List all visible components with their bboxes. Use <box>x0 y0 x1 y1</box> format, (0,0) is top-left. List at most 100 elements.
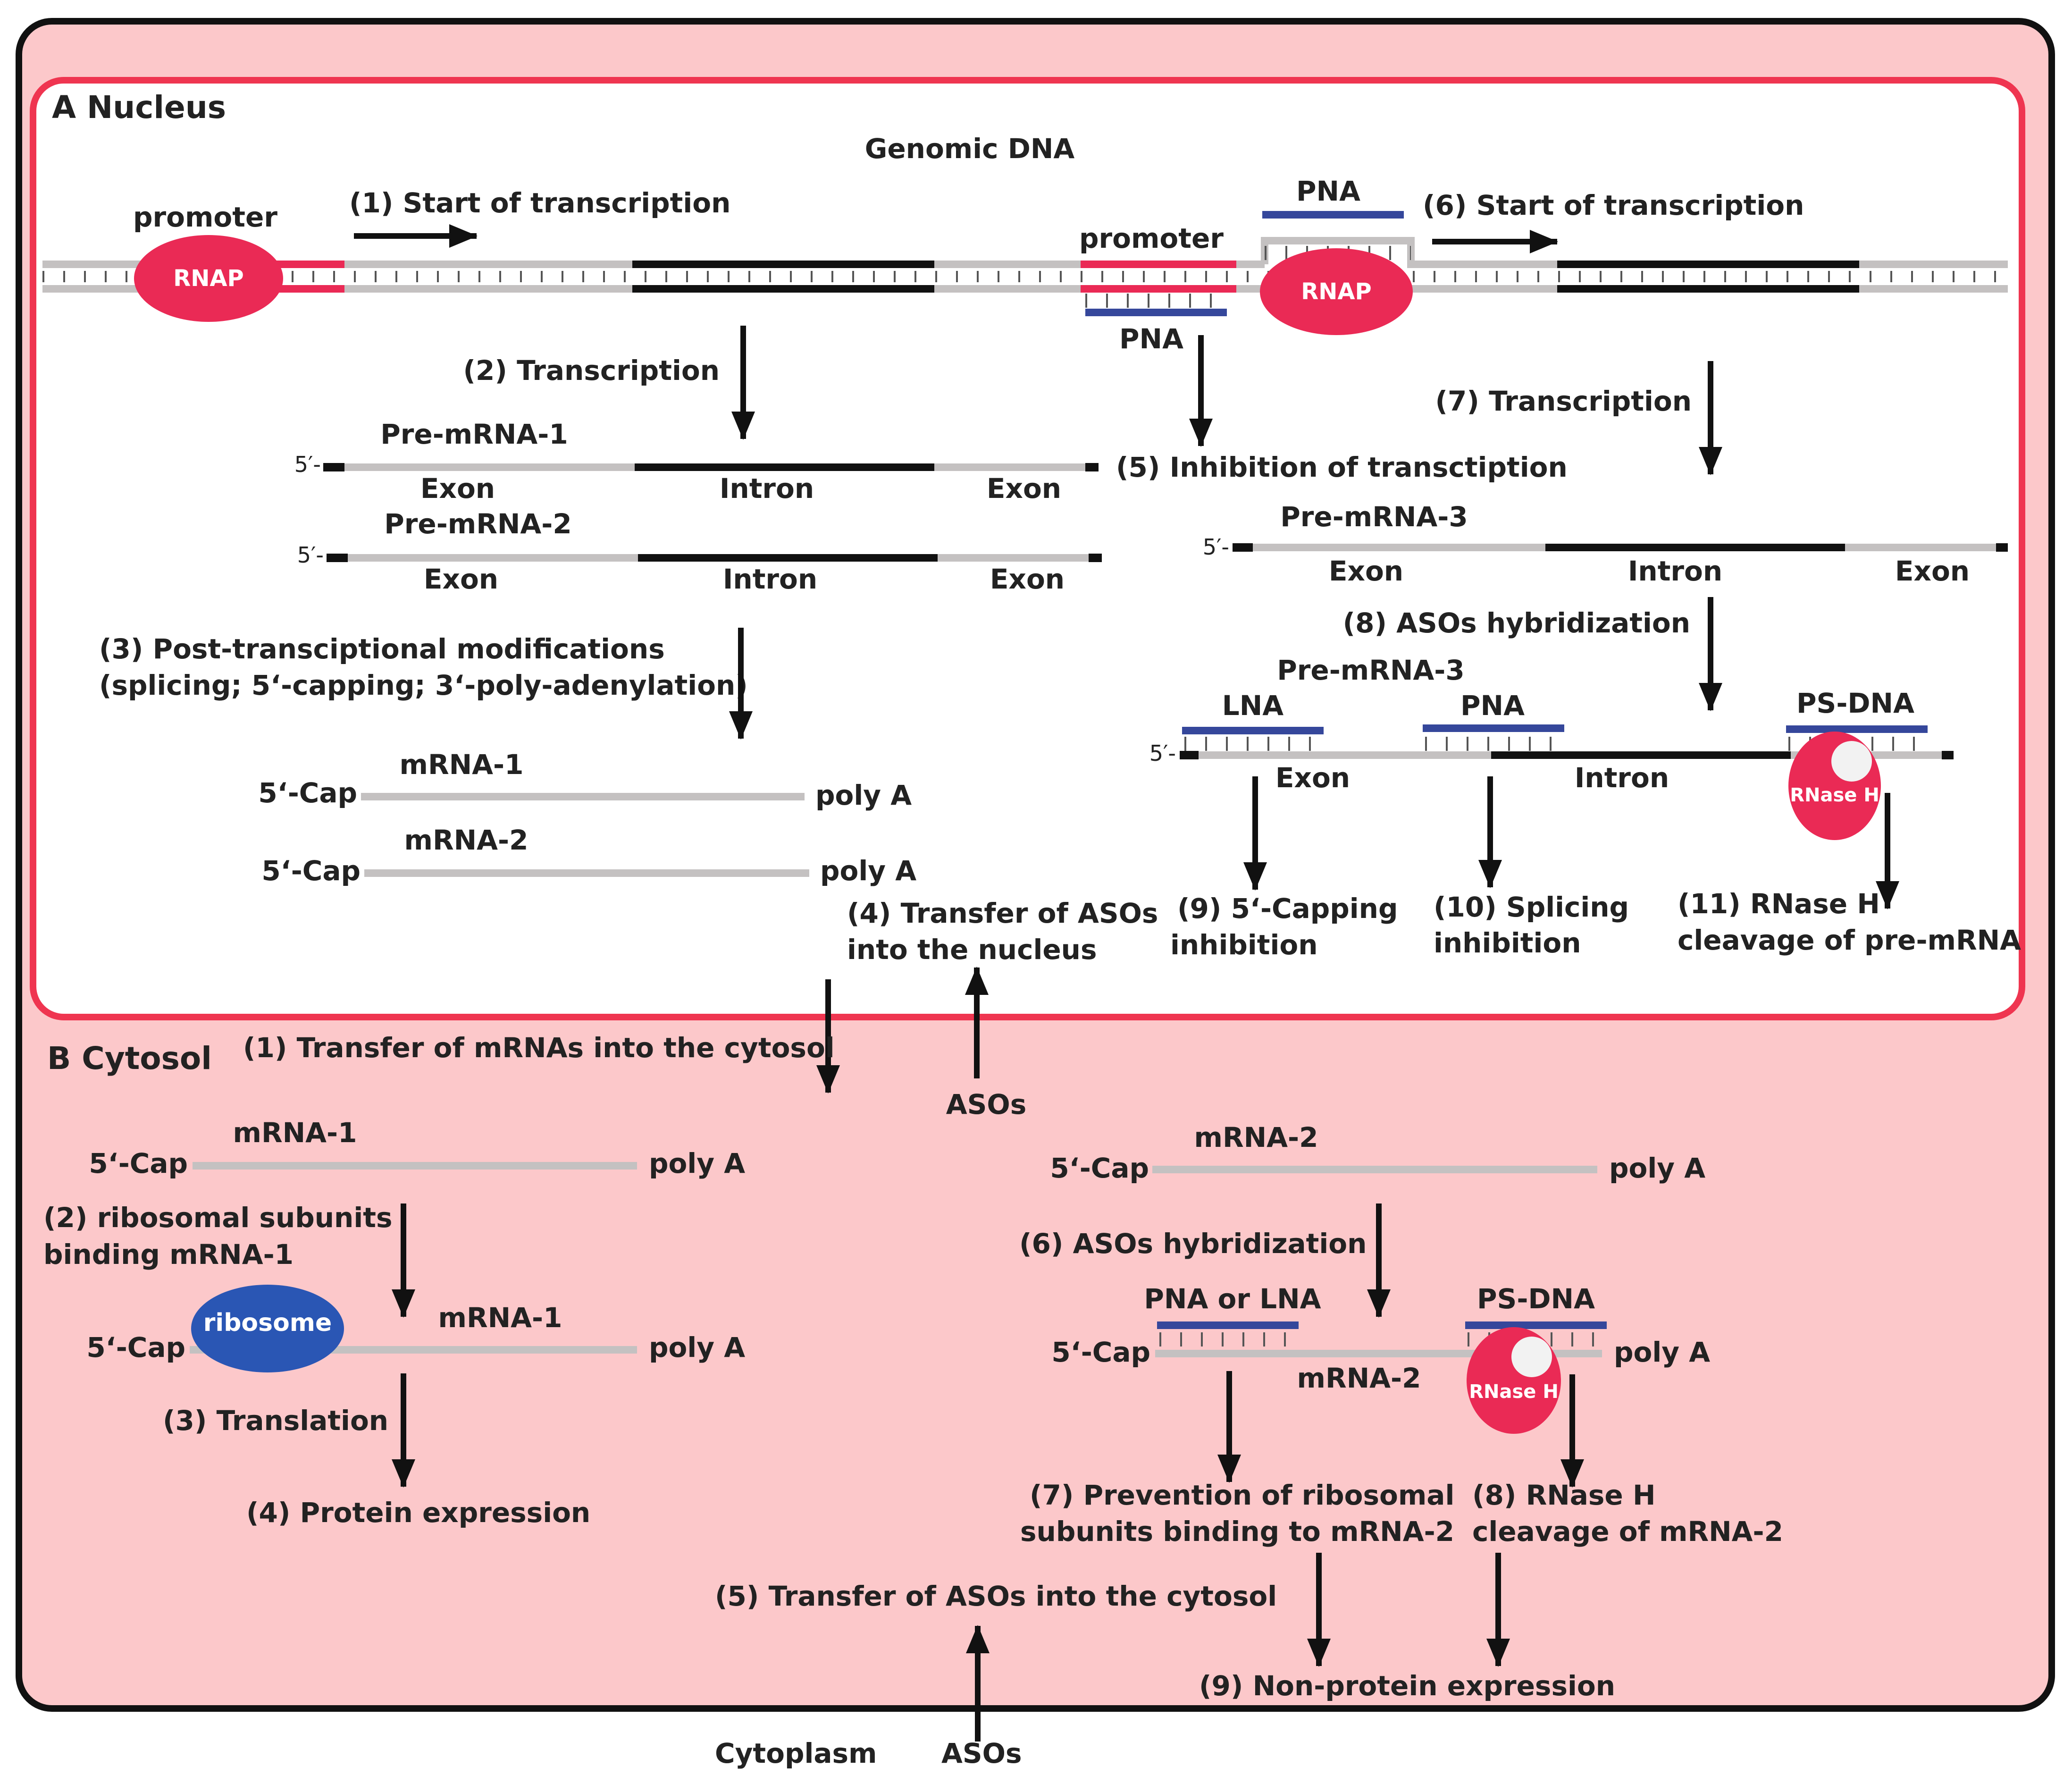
mrna-2-label: mRNA-2 <box>1194 1121 1318 1153</box>
five-prime-label: 5′- <box>1203 534 1229 560</box>
pre-mrna-2: Pre-mRNA-2 5′- Exon Intron Exon <box>297 508 1102 595</box>
nucleus-step4-label-line2: into the nucleus <box>847 934 1097 966</box>
cap-label: 5‘-Cap <box>258 777 357 809</box>
pre-mrna-2-label: Pre-mRNA-2 <box>384 508 571 540</box>
intron-label: Intron <box>720 472 814 505</box>
mrna-1-label: mRNA-1 <box>438 1302 562 1334</box>
mrna-2-label: mRNA-2 <box>404 824 528 856</box>
nucleus-step11-label-line2: cleavage of pre-mRNA <box>1678 924 2021 956</box>
cap-label: 5‘-Cap <box>1051 1336 1150 1368</box>
poly-a-label: poly A <box>649 1147 745 1179</box>
rnap-left: RNAP <box>134 235 283 322</box>
ribosome-icon: ribosome <box>191 1285 344 1372</box>
cytosol-step8-label-line2: cleavage of mRNA-2 <box>1472 1515 1783 1548</box>
ribosome-label: ribosome <box>203 1309 332 1337</box>
nucleus-boundary <box>30 77 2025 1020</box>
genomic-dna-right <box>1081 237 2008 308</box>
pre-mrna-3-transcript: Pre-mRNA-3 5′- Exon Intron Exon <box>1203 501 2008 587</box>
cap-label: 5‘-Cap <box>89 1147 188 1179</box>
cytosol-step7-label-line1: (7) Prevention of ribosomal <box>1030 1479 1454 1511</box>
mrna-2-label: mRNA-2 <box>1297 1362 1421 1394</box>
mrna-1-label: mRNA-1 <box>400 749 524 781</box>
nucleus-step10-label-line1: (10) Splicing <box>1434 891 1629 923</box>
nucleus-step10-label-line2: inhibition <box>1434 927 1581 959</box>
cytosol-step2-label-line1: (2) ribosomal subunits <box>43 1202 392 1234</box>
intron-label: Intron <box>1628 555 1722 587</box>
cytosol-step8-label-line1: (8) RNase H <box>1472 1479 1656 1511</box>
intron-label: Intron <box>723 563 817 595</box>
exon-label: Exon <box>1275 762 1350 794</box>
nucleus-step7-label: (7) Transcription <box>1435 385 1692 417</box>
cytosol-step9-label: (9) Non-protein expression <box>1199 1670 1615 1702</box>
cap-label: 5‘-Cap <box>1050 1152 1149 1184</box>
nucleus-step2-label: (2) Transcription <box>463 354 720 387</box>
cytosol-step2-label-line2: binding mRNA-1 <box>43 1238 294 1271</box>
poly-a-label: poly A <box>820 855 916 887</box>
rnase-h-label: RNase H <box>1469 1381 1559 1403</box>
cap-label: 5‘-Cap <box>261 855 361 887</box>
rnap-label: RNAP <box>173 265 243 292</box>
nucleus-step8-label: (8) ASOs hybridization <box>1343 607 1690 639</box>
promoter-label-right: promoter <box>1079 222 1224 254</box>
five-prime-label: 5′- <box>297 542 324 568</box>
nucleus-step4-label-line1: (4) Transfer of ASOs <box>847 897 1158 929</box>
poly-a-label: poly A <box>815 779 912 811</box>
nucleus-step11-label-line1: (11) RNase H <box>1678 888 1880 920</box>
exon-label: Exon <box>990 563 1065 595</box>
pna-or-lna-label: PNA or LNA <box>1144 1283 1321 1315</box>
section-title-cytosol: B Cytosol <box>47 1040 212 1077</box>
exon-label: Exon <box>1329 555 1403 587</box>
exon-label: Exon <box>424 563 498 595</box>
mature-mrna-2: mRNA-2 5‘-Cap poly A <box>261 824 916 887</box>
nucleus-step3-label-line1: (3) Post-transciptional modifications <box>99 633 665 665</box>
exon-label: Exon <box>987 472 1061 505</box>
genomic-dna-label: Genomic DNA <box>865 133 1075 165</box>
poly-a-label: poly A <box>1614 1336 1710 1368</box>
ps-dna-label: PS-DNA <box>1796 687 1914 719</box>
nucleus-step9-label-line1: (9) 5‘-Capping <box>1177 892 1398 925</box>
exon-label: Exon <box>1895 555 1970 587</box>
rnap-label: RNAP <box>1301 278 1371 305</box>
cytosol-mrna-1-ribosome: mRNA-1 5‘-Cap poly A ribosome <box>86 1285 745 1372</box>
mrna-1-label: mRNA-1 <box>233 1117 357 1149</box>
cytosol-step4-label: (4) Protein expression <box>246 1497 590 1529</box>
rnase-h-enzyme: RNase H <box>1788 732 1881 840</box>
cytosol-step1-label: (1) Transfer of mRNAs into the cytosol <box>243 1032 835 1064</box>
five-prime-label: 5′- <box>1149 741 1176 766</box>
pre-mrna-3-hybridized: Pre-mRNA-3 LNA PNA PS-DNA 5′- Exon Intro… <box>1149 654 1954 840</box>
nucleus-step5-label: (5) Inhibition of transctiption <box>1116 451 1568 483</box>
poly-a-label: poly A <box>649 1331 745 1363</box>
lna-label: LNA <box>1222 690 1283 722</box>
pre-mrna-1: Pre-mRNA-1 5′- Exon Intron Exon <box>294 418 1099 505</box>
mature-mrna-1: mRNA-1 5‘-Cap poly A <box>258 749 912 811</box>
rnase-h-enzyme: RNase H <box>1467 1327 1561 1434</box>
pna-label: PNA <box>1460 690 1525 722</box>
cap-label: 5‘-Cap <box>86 1331 185 1363</box>
rnap-right: RNAP <box>1260 248 1413 335</box>
section-title-nucleus: A Nucleus <box>52 89 226 126</box>
cytosol-step3-label: (3) Translation <box>163 1405 388 1437</box>
nucleus-step6-label: (6) Start of transcription <box>1423 189 1804 221</box>
rnase-h-label: RNase H <box>1790 784 1879 806</box>
cytosol-mrna-2: mRNA-2 5‘-Cap poly A <box>1050 1121 1705 1184</box>
pre-mrna-1-label: Pre-mRNA-1 <box>380 418 568 450</box>
outside-asos-label: ASOs <box>941 1737 1022 1769</box>
promoter-label-left: promoter <box>133 201 277 233</box>
cytoplasm-label: Cytoplasm <box>715 1737 877 1769</box>
intron-label: Intron <box>1575 762 1669 794</box>
pre-mrna-3-label: Pre-mRNA-3 <box>1280 501 1468 533</box>
pre-mrna-3-label: Pre-mRNA-3 <box>1277 654 1464 686</box>
pna-label-top: PNA <box>1296 175 1360 207</box>
cytosol-mrna-2-hybridized: PNA or LNA PS-DNA 5‘-Cap poly A mRNA-2 R… <box>1051 1283 1710 1434</box>
cytosol-mrna-1: mRNA-1 5‘-Cap poly A <box>89 1117 745 1179</box>
cytosol-step5-label: (5) Transfer of ASOs into the cytosol <box>715 1580 1277 1612</box>
ps-dna-label: PS-DNA <box>1477 1283 1595 1315</box>
cytosol-step6-label: (6) ASOs hybridization <box>1019 1228 1367 1260</box>
nucleus-step3-label-line2: (splicing; 5‘-capping; 3‘-poly-adenylati… <box>99 669 748 701</box>
five-prime-label: 5′- <box>294 452 321 477</box>
poly-a-label: poly A <box>1609 1152 1705 1184</box>
nucleus-step9-label-line2: inhibition <box>1170 929 1318 961</box>
pna-label-bottom: PNA <box>1119 323 1183 355</box>
